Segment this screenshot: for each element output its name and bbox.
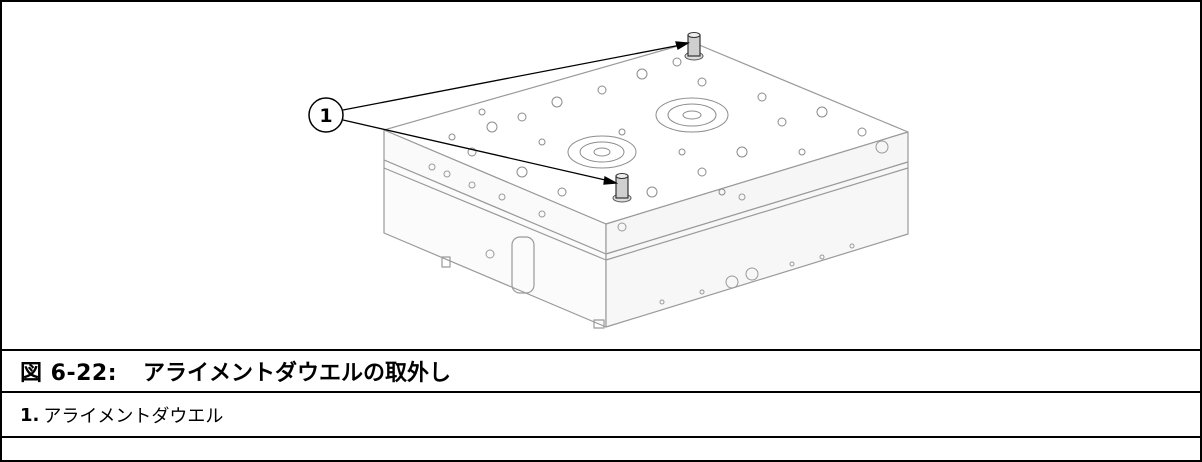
alignment-dowel-top	[684, 32, 704, 61]
legend-item-label: アライメントダウエル	[43, 406, 224, 427]
figure-legend: 1. アライメントダウエル	[2, 394, 1200, 438]
leader-lines	[342, 41, 691, 185]
callout-number: 1	[319, 105, 332, 127]
figure-caption: 図 6-22: アライメントダウエルの取外し	[2, 349, 1200, 393]
alignment-dowel-front	[612, 173, 632, 203]
callout-1: 1	[308, 97, 344, 133]
legend-item-number: 1.	[20, 404, 40, 426]
figure-title: アライメントダウエルの取外し	[143, 361, 452, 386]
mold-plate-illustration: 1	[308, 32, 909, 329]
figure-number: 図 6-22:	[20, 361, 118, 386]
